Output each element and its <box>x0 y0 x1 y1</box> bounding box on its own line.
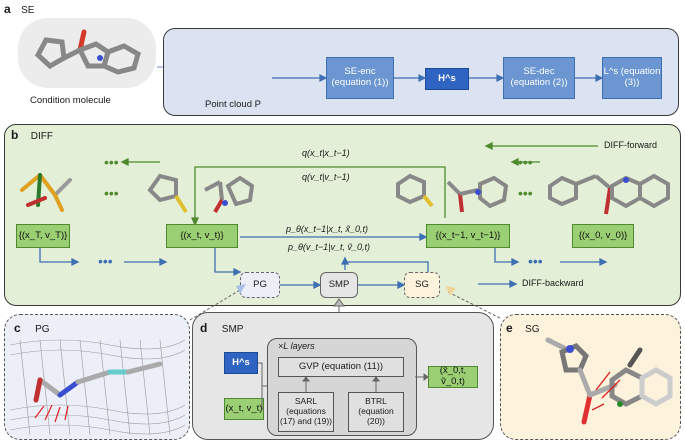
panel-d-name: SMP <box>221 324 244 335</box>
sg-arrows-icon <box>591 371 621 411</box>
panel-e-letter: e <box>506 321 513 335</box>
p-x-label: p_θ(x_t−1|x_t, x̃_0,t) <box>286 224 369 234</box>
q-v-label: q(v_t|v_t−1) <box>302 172 350 182</box>
panel-c-header: c PG <box>14 319 50 337</box>
molecule-xT-icon <box>20 173 72 212</box>
protein-pocket-mesh-icon <box>9 339 186 436</box>
box-xT: {(x_T, v_T)} <box>16 224 70 248</box>
panel-b-letter: b <box>11 128 19 142</box>
q-x-label: q(x_t|x_t−1) <box>302 148 350 158</box>
box-xt: {(x_t, v_t)} <box>166 224 238 248</box>
panel-a-letter: a <box>4 2 11 16</box>
pg-box: PG <box>240 272 280 298</box>
btrl-box: BTRL (equation (20)) <box>348 392 404 432</box>
dots-mid-right: ••• <box>518 185 533 201</box>
l-s-box: L^s (equation (3)) <box>602 57 662 99</box>
condition-molecule-icon <box>34 29 141 75</box>
d-h-s-label: H^s <box>232 356 250 368</box>
panel-e-header: e SG <box>506 319 540 337</box>
panel-a-blue-panel <box>163 28 679 116</box>
gvp-box: GVP (equation (11)) <box>278 357 404 377</box>
d-out-box: (x̃_0,t, ṽ_0,t) <box>428 365 478 388</box>
pg-arrows-icon <box>34 404 69 423</box>
d-h-s-box: H^s <box>224 352 258 374</box>
molecule-xt1-icon <box>396 173 509 213</box>
dots-bottom-right: ••• <box>528 253 543 269</box>
box-x0: {(x_0, v_0)} <box>572 224 634 248</box>
dots-top-right: ••• <box>518 154 533 170</box>
layers-label: ×L layers <box>278 341 315 351</box>
smp-box: SMP <box>320 272 358 298</box>
h-s-label: H^s <box>438 72 456 84</box>
panel-d-letter: d <box>200 321 208 335</box>
panel-a-header: a SE <box>4 0 34 18</box>
box-xt1: {(x_t−1, v_t−1)} <box>426 224 510 248</box>
p-v-label: p_θ(v_t−1|v_t, ṽ_0,t) <box>288 242 371 252</box>
panel-b-header: b DIFF <box>11 126 53 144</box>
panel-e-panel <box>500 314 681 440</box>
h-s-box: H^s <box>425 68 469 90</box>
molecule-xt-icon <box>147 173 255 214</box>
diff-backward-label: DIFF-backward <box>522 278 584 288</box>
panel-b-name: DIFF <box>30 131 54 142</box>
dots-mid-left: ••• <box>104 185 119 201</box>
diff-forward-label: DIFF-forward <box>604 140 658 150</box>
dots-bottom-left: ••• <box>98 253 113 269</box>
sg-molecule-icon <box>545 337 673 425</box>
panel-c-letter: c <box>14 321 21 335</box>
panel-d-header: d SMP <box>200 319 243 337</box>
panel-e-name: SG <box>525 324 540 335</box>
molecule-x0-icon <box>548 173 670 215</box>
condition-molecule-label: Condition molecule <box>30 95 111 106</box>
sarl-box: SARL (equations (17) and (19)) <box>278 392 334 432</box>
panel-c-name: PG <box>35 324 50 335</box>
sg-box: SG <box>404 272 440 298</box>
panel-a-name: SE <box>21 5 35 16</box>
se-dec-box: SE-dec (equation (2)) <box>503 57 575 99</box>
dots-top-left: ••• <box>104 154 119 170</box>
point-cloud-label: Point cloud P <box>205 99 261 110</box>
ligand-pose-icon <box>33 361 163 403</box>
